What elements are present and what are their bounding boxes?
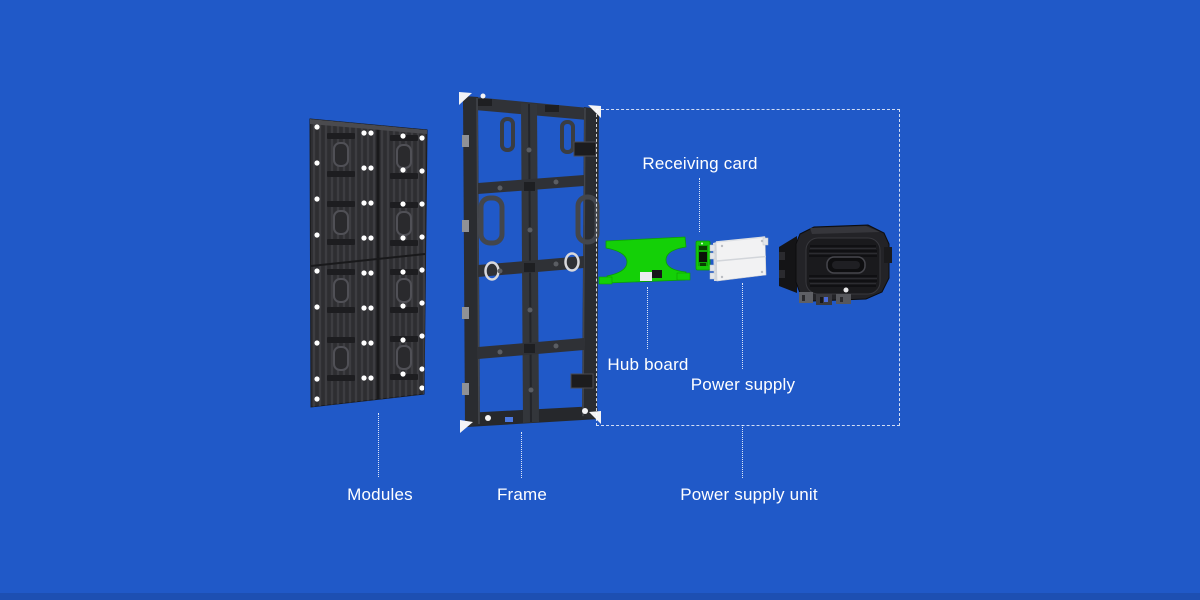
modules-label: Modules <box>347 485 413 504</box>
power-supply-illustration <box>709 236 769 282</box>
hub-board-label: Hub board <box>607 355 689 374</box>
frame-hook-left <box>500 117 515 152</box>
frame-corner-accents <box>459 92 601 433</box>
power-supply-unit-outline <box>596 109 900 426</box>
modules-illustration <box>309 118 428 408</box>
guide-line-frame <box>521 432 522 478</box>
power-supply-unit-label: Power supply unit <box>680 485 818 504</box>
guide-line-power-supply <box>742 283 743 369</box>
frame-label: Frame <box>496 485 548 504</box>
power-supply-unit-illustration <box>779 224 892 305</box>
receiving-card-illustration <box>695 240 711 271</box>
hub-board-illustration <box>598 236 691 285</box>
frame-hook-right <box>560 120 575 154</box>
guide-line-receiving-card <box>699 178 700 232</box>
footer-strip <box>0 593 1200 600</box>
frame-handle-right <box>575 194 600 245</box>
guide-line-hub-board <box>647 287 648 349</box>
frame-handle-left <box>478 195 505 246</box>
frame-illustration <box>459 92 601 433</box>
psu-connectors <box>799 292 851 305</box>
frame-ring-right <box>564 252 580 272</box>
guide-line-modules <box>378 413 379 477</box>
receiving-card-label: Receiving card <box>642 154 758 173</box>
guide-line-power-supply-unit <box>742 425 743 478</box>
module-screws <box>314 124 425 402</box>
power-supply-label: Power supply <box>690 375 796 394</box>
